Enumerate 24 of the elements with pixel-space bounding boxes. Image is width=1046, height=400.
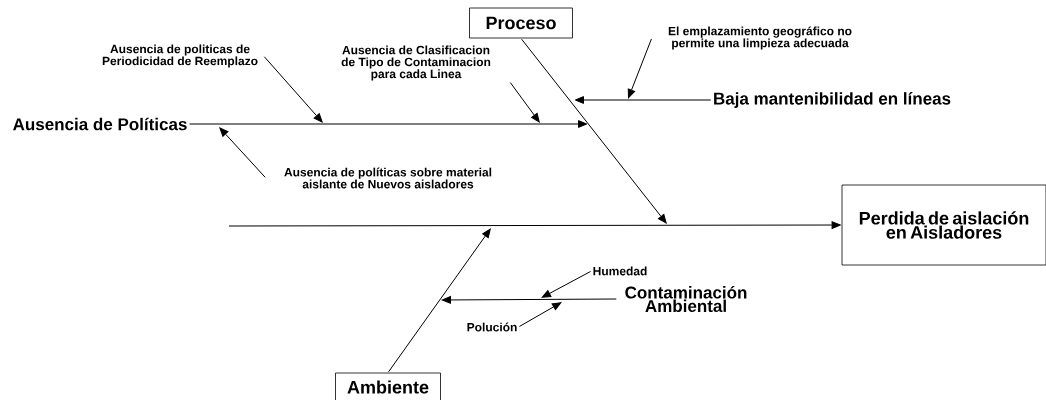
cause-label: Contaminación Ambiental	[625, 285, 747, 313]
arrow	[263, 56, 323, 123]
sub-cause-label: Humedad	[593, 266, 647, 276]
effect-box: Perdida de aislación en Aisladores	[841, 184, 1046, 266]
arrow	[574, 96, 712, 104]
arrow	[219, 127, 266, 178]
spine-arrow	[228, 221, 841, 229]
sub-cause-label: Polución	[467, 322, 517, 332]
arrow	[518, 302, 562, 327]
arrow	[521, 38, 667, 224]
sub-cause-label: El emplazamiento geográfico no permite una limpieza adecuada	[668, 26, 852, 50]
arrow	[189, 120, 588, 128]
sub-cause-label: Ausencia de políticas sobre material aislante de Nuevos aisladores	[284, 167, 492, 189]
category-box: Ambiente	[335, 372, 441, 400]
sub-cause-label: Ausencia de Clasificacion de Tipo de Contaminacion para cada Linea	[341, 45, 491, 81]
cause-label: Ausencia de Políticas	[13, 117, 187, 131]
cause-label: Baja mantenibilidad en líneas	[714, 92, 951, 108]
sub-cause-label: Ausencia de politicas de Periodicidad de Reemplazo	[102, 44, 258, 68]
category-box: Proceso	[469, 7, 573, 39]
arrow	[541, 270, 592, 298]
arrow	[388, 228, 491, 373]
arrow	[509, 82, 540, 123]
arrow	[441, 296, 617, 304]
arrow	[627, 38, 652, 99]
